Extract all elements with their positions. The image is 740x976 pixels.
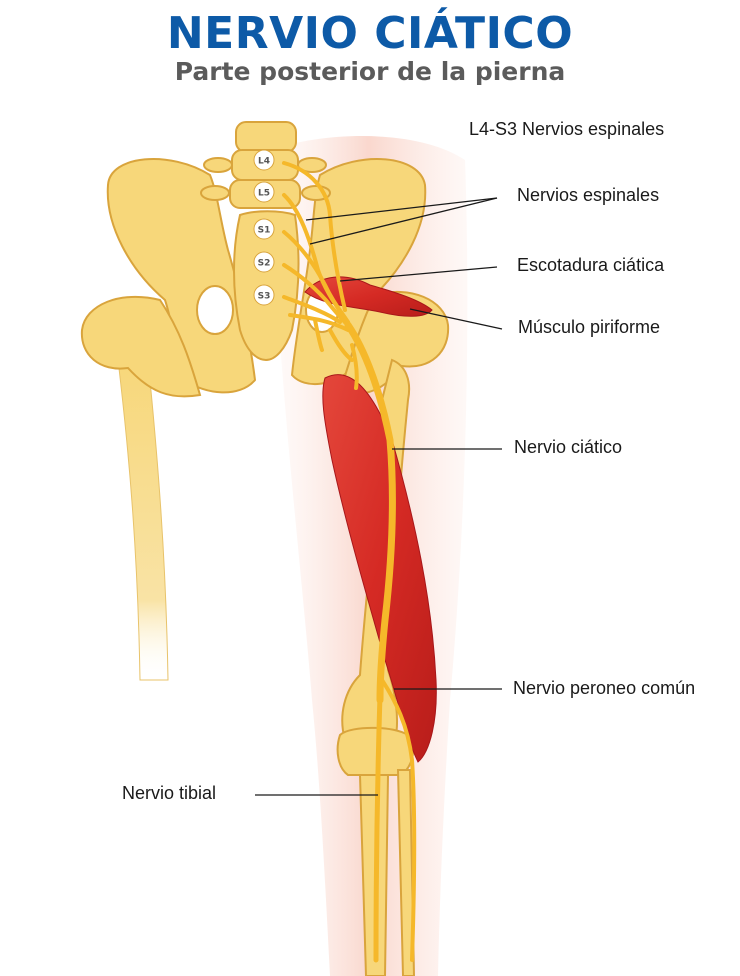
label-sciatic-nerve: Nervio ciático: [514, 437, 623, 457]
label-sciatic-notch: Escotadura ciática: [517, 255, 665, 275]
label-common-peroneal: Nervio peroneo común: [513, 678, 696, 698]
label-tibial-nerve: Nervio tibial: [122, 783, 217, 803]
page-title: NERVIO CIÁTICO: [166, 8, 574, 59]
nerves: [282, 161, 417, 963]
left-femur: [117, 359, 169, 681]
vertebra-label: L5: [258, 189, 270, 199]
label-spinal-nerves: Nervios espinales: [517, 185, 660, 205]
label-spinal-range: L4-S3 Nervios espinales: [469, 119, 665, 139]
vertebra-label: L4: [258, 157, 270, 167]
vertebra-label: S2: [258, 259, 271, 269]
vertebra-label: S3: [258, 292, 271, 302]
vertebra-markers: L4 L5 S1 S2 S3: [253, 149, 275, 306]
page-subtitle: Parte posterior de la pierna: [174, 57, 566, 86]
label-piriformis: Músculo piriforme: [518, 317, 661, 337]
leader-lines: [255, 197, 503, 796]
vertebra-label: S1: [258, 226, 271, 236]
piriformis-muscle: [304, 276, 433, 317]
